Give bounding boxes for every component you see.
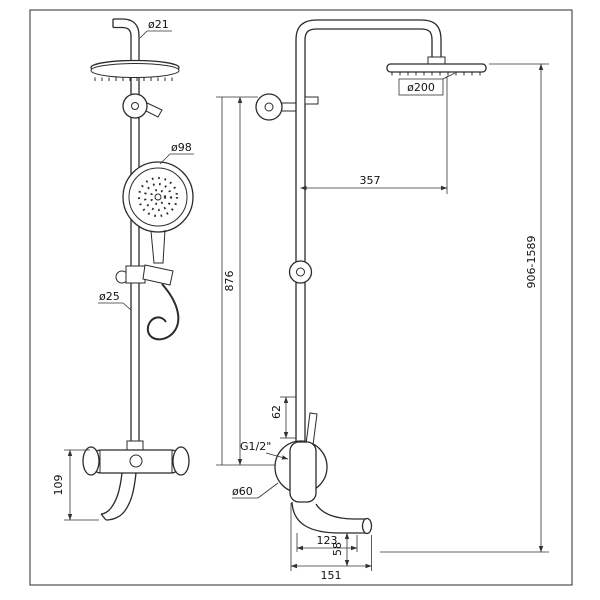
overhead-shower-side: [386, 56, 487, 76]
dim-overall-height: 906-1589: [380, 63, 549, 553]
dim-hand-shower-diameter: ø98: [159, 141, 194, 165]
diverter-front: [122, 93, 163, 119]
mixer-side: [274, 412, 373, 535]
holder-cradle: [142, 264, 174, 286]
diverter-handle-side: [304, 96, 319, 105]
dim-spout-reach: 123: [296, 533, 358, 552]
hand-shower-handle: [150, 229, 166, 264]
dim-top-pipe-diameter: ø21: [139, 18, 172, 39]
overall-reach-label: 151: [321, 569, 342, 582]
head-diameter-label: ø200: [407, 81, 435, 94]
slider-connector-side: [288, 260, 313, 284]
mixer-lever-side: [305, 412, 318, 446]
inlet-offset-label: 62: [270, 405, 283, 419]
nozzle-hatch-side: [391, 72, 481, 76]
mixer-height-label: 109: [52, 475, 65, 496]
arm-reach-label: 357: [360, 174, 381, 187]
thread-size-label: G1/2": [240, 440, 271, 453]
riser-pipe-front: [130, 64, 140, 446]
dim-escutcheon-diameter: ø60: [232, 482, 279, 499]
mixer-spout-front: [100, 472, 123, 515]
dim-inlet-offset: 62: [270, 396, 296, 439]
shower-holder-front: [115, 264, 174, 286]
riser-pipe-side: [295, 19, 442, 442]
shower-hose: [146, 283, 180, 341]
drawing-border: [29, 9, 573, 586]
mixer-handle-left: [82, 446, 100, 476]
callout-thread-size: G1/2": [240, 440, 289, 460]
dim-bar-height: 876: [216, 96, 290, 466]
hand-shower-front: [122, 161, 194, 264]
dim-slide-bar-diameter: ø25: [98, 290, 132, 311]
dim-mixer-height: 109: [52, 449, 99, 521]
dim-arm-reach: 357: [300, 76, 448, 194]
hand-shower-diameter-label: ø98: [171, 141, 192, 154]
nozzle-hatch-front: [94, 77, 173, 81]
mixer-front: [82, 440, 190, 521]
dim-spout-drop: 58: [331, 532, 350, 567]
dim-head-diameter: ø200: [398, 72, 456, 96]
shower-arm-front: [112, 18, 140, 64]
slide-bar-diameter-label: ø25: [99, 290, 120, 303]
wall-flange-side: [255, 93, 319, 121]
bar-height-label: 876: [223, 271, 236, 292]
tub-spout: [315, 503, 366, 520]
overall-height-label: 906-1589: [525, 236, 538, 289]
side-view: ø200 357 876: [216, 19, 549, 582]
escutcheon-diameter-label: ø60: [232, 485, 253, 498]
front-view: ø21 ø98: [52, 18, 194, 521]
spout-drop-label: 58: [331, 542, 344, 556]
mixer-handle-right: [172, 446, 190, 476]
dim-overall-reach: 151: [290, 503, 372, 582]
top-pipe-diameter-label: ø21: [148, 18, 169, 31]
overhead-shower-front: [90, 59, 180, 81]
spout-reach-label: 123: [317, 534, 338, 547]
